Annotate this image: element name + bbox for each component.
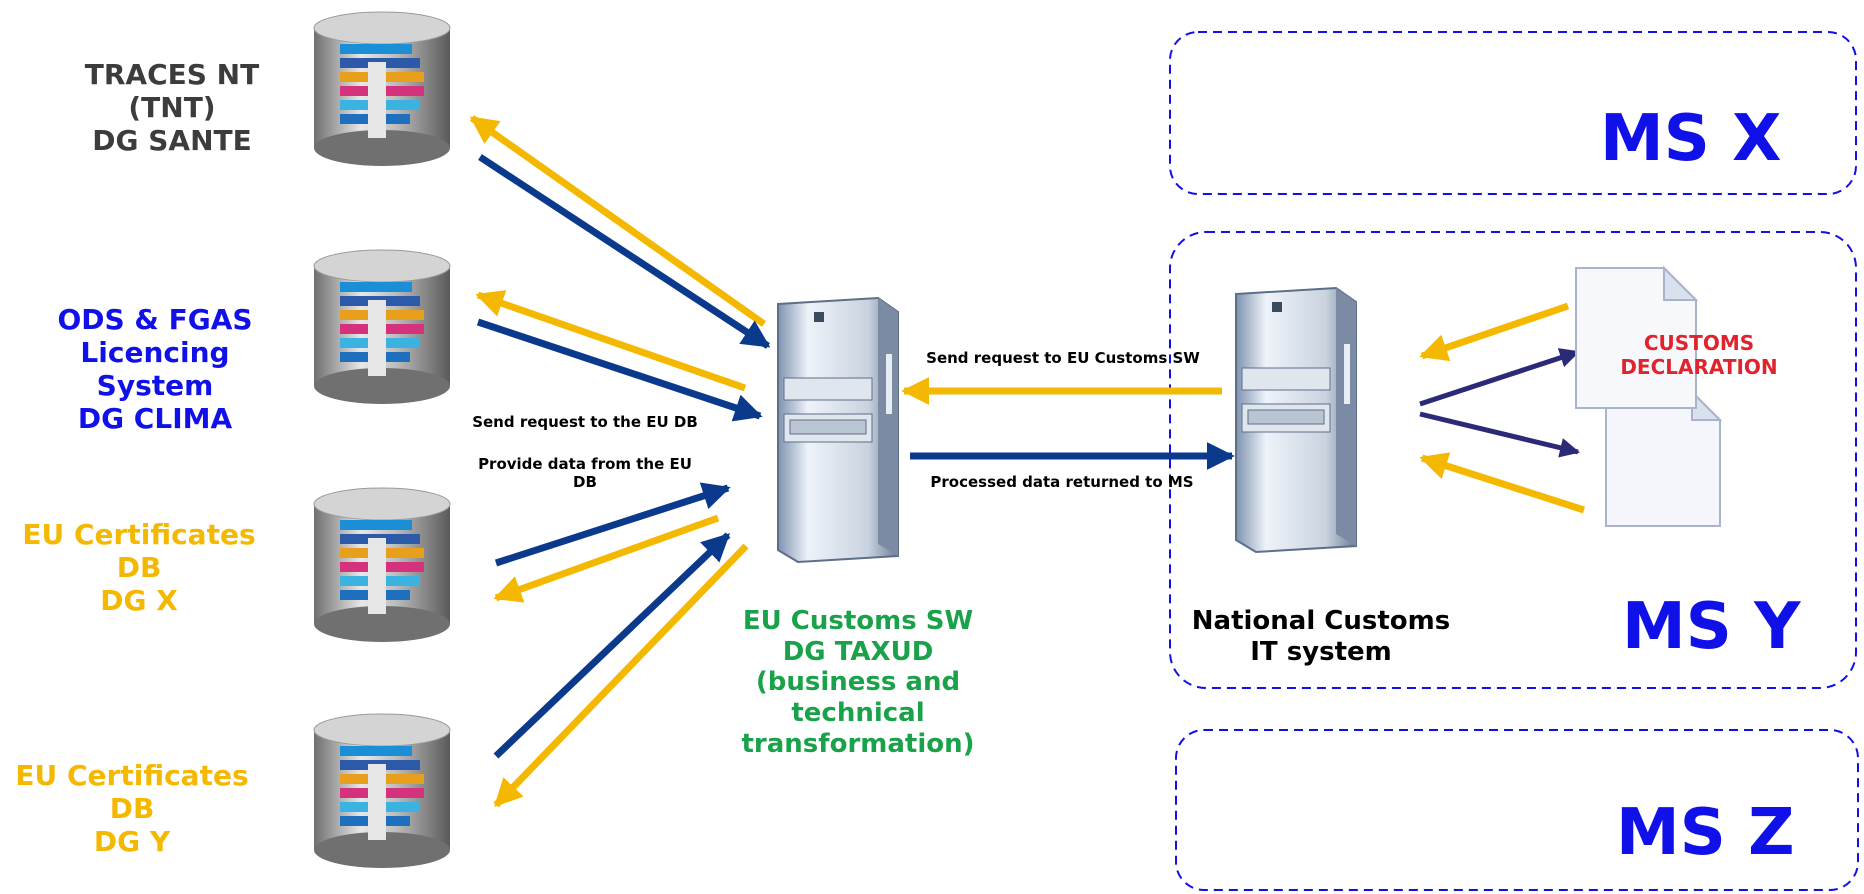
national-label-line: National Customs	[1191, 606, 1451, 636]
arrow-decl-to-national-bottom	[1419, 452, 1586, 514]
eu-sw-label-line: EU Customs SW	[742, 606, 974, 636]
arrow-certx-from-sw	[493, 514, 720, 603]
database-icon	[313, 713, 451, 868]
arrow-tnt-to-sw	[478, 154, 771, 349]
server-icon	[777, 296, 899, 564]
arrow-certy-from-sw	[493, 543, 749, 808]
db-label-line: EU Certificates	[15, 759, 249, 792]
label-provide-data-line-2: DB	[573, 472, 597, 491]
db-label-eu-cert-y: EU Certificates DB DG Y	[0, 759, 264, 858]
arrow-tnt-from-sw	[469, 115, 767, 327]
ms-x-box	[1169, 31, 1857, 195]
arrow-ods-to-sw	[476, 318, 763, 422]
ms-y-label: MS Y	[1622, 590, 1801, 664]
eu-sw-label-line: technical	[791, 698, 925, 729]
arrow-decl-to-national-top	[1419, 302, 1570, 362]
label-send-request-sw: Send request to EU Customs SW	[926, 349, 1200, 367]
database-icon	[313, 487, 451, 642]
national-customs-label: National Customs IT system	[1176, 606, 1466, 667]
ms-y-box	[1169, 231, 1857, 689]
db-label-line: DG CLIMA	[77, 402, 233, 436]
db-label-line: Licencing	[80, 336, 230, 370]
db-label-line: (TNT)	[128, 91, 216, 125]
db-label-line: DB	[116, 551, 162, 585]
db-label-traces-nt: TRACES NT (TNT) DG SANTE	[40, 58, 304, 157]
document-title-line-1: CUSTOMS	[1643, 331, 1755, 355]
db-label-line: DG X	[100, 584, 178, 618]
db-label-line: System	[96, 369, 214, 403]
db-label-line: ODS & FGAS	[57, 303, 253, 336]
national-label-line: IT system	[1250, 636, 1392, 667]
database-icon	[313, 11, 451, 166]
db-label-line: DB	[109, 792, 155, 826]
db-label-line: EU Certificates	[22, 518, 256, 551]
eu-sw-label-line: transformation)	[741, 728, 975, 759]
db-label-eu-cert-x: EU Certificates DB DG X	[4, 518, 274, 617]
ms-z-box	[1175, 729, 1859, 891]
document-icon	[1575, 265, 1722, 527]
document-title: CUSTOMS DECLARATION	[1594, 331, 1804, 379]
arrow-national-to-decl-top	[1419, 348, 1580, 407]
db-label-ods-fgas: ODS & FGAS Licencing System DG CLIMA	[20, 303, 290, 435]
label-send-request-db: Send request to the EU DB	[472, 413, 698, 431]
arrow-national-to-decl-bottom	[1419, 411, 1580, 458]
arrow-certx-to-sw	[494, 482, 731, 567]
arrow-ods-from-sw	[475, 290, 747, 392]
eu-sw-label-line: DG TAXUD	[782, 636, 934, 667]
ms-z-label: MS Z	[1616, 796, 1795, 870]
db-label-line: DG SANTE	[92, 124, 252, 158]
eu-sw-label-line: (business and	[755, 667, 961, 698]
db-label-line: DG Y	[93, 825, 171, 859]
db-label-line: TRACES NT	[84, 58, 260, 91]
server-icon	[1235, 286, 1357, 554]
label-provide-data: Provide data from the EU DB	[450, 455, 720, 491]
eu-customs-sw-label: EU Customs SW DG TAXUD (business and tec…	[718, 606, 998, 759]
ms-x-label: MS X	[1600, 102, 1782, 176]
document-title-line-2: DECLARATION	[1620, 354, 1778, 379]
arrow-certy-to-sw	[493, 532, 731, 759]
label-provide-data-line-1: Provide data from the EU	[478, 455, 692, 473]
label-processed-data: Processed data returned to MS	[930, 473, 1194, 491]
database-icon	[313, 249, 451, 404]
